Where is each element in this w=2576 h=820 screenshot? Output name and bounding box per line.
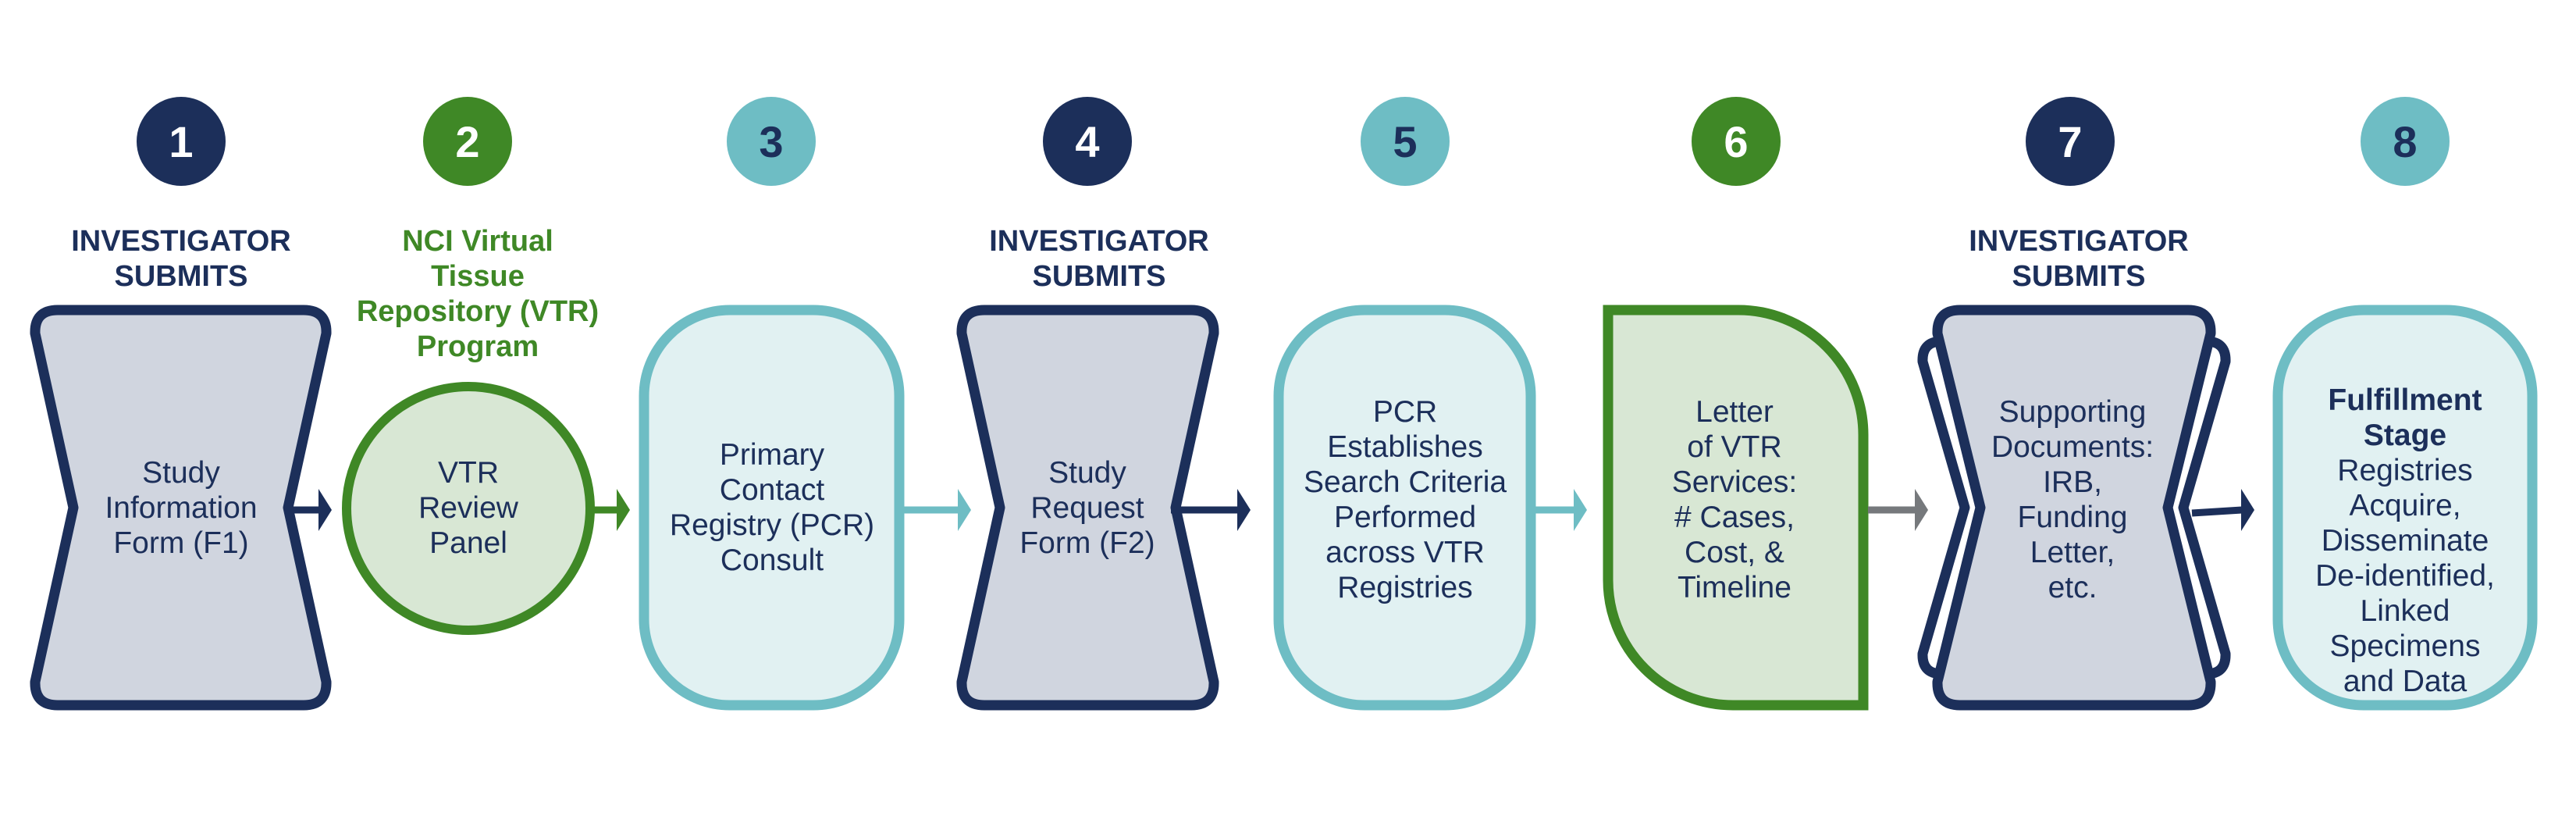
step-8-rounded-box-shape	[2272, 305, 2538, 711]
arrow-1-to-2	[293, 489, 332, 531]
step-4-hourglass-shape	[956, 305, 1219, 711]
step-2-badge-circle	[423, 97, 512, 186]
step-2-badge: 2	[423, 97, 512, 186]
step-3-badge-circle	[727, 97, 816, 186]
step-4-number: 4	[1075, 117, 1099, 166]
step-8-title: Fulfillment Stage	[2328, 383, 2482, 452]
arrow-head-icon	[2241, 489, 2254, 531]
arrow-3-to-4	[904, 489, 971, 531]
arrow-shaft	[2191, 506, 2243, 517]
step-5-rounded-box-shape	[1273, 305, 1536, 711]
arrow-head-icon	[318, 489, 332, 531]
step-1-badge-circle	[137, 97, 226, 186]
arrow-5-to-6	[1535, 489, 1587, 531]
step-5-badge-circle	[1361, 97, 1450, 186]
step-2-box-text: VTR Review Panel	[351, 310, 585, 705]
step-7-label: Supporting Documents: IRB, Funding Lette…	[1991, 395, 2154, 604]
step-6-document-shape	[1603, 305, 1869, 711]
step-2-number: 2	[455, 117, 479, 166]
step-5-label: PCR Establishes Search Criteria Performe…	[1303, 395, 1507, 604]
step-1-number: 1	[169, 117, 193, 166]
arrow-head-icon	[1915, 489, 1928, 531]
step-7-badge-circle	[2026, 97, 2115, 186]
step-7-badge: 7	[2026, 97, 2115, 186]
step-4-heading: INVESTIGATOR SUBMITS	[989, 225, 1209, 293]
step-1-heading: INVESTIGATOR SUBMITS	[71, 225, 291, 293]
arrow-head-icon	[1574, 489, 1587, 531]
step-7-heading: INVESTIGATOR SUBMITS	[1969, 225, 2189, 293]
arrow-head-icon	[617, 489, 630, 531]
step-8-badge: 8	[2361, 97, 2450, 186]
step-5-number: 5	[1393, 117, 1417, 166]
step-8-badge-circle	[2361, 97, 2450, 186]
arrow-4-to-5	[1171, 489, 1251, 531]
arrow-2-to-3	[594, 489, 630, 531]
step-3-number: 3	[759, 117, 783, 166]
step-1-label: Study Information Form (F1)	[105, 455, 258, 560]
step-4-label: Study Request Form (F2)	[1019, 455, 1155, 560]
step-3-box-text: Primary Contact Registry (PCR) Consult	[648, 310, 896, 705]
arrow-head-icon	[958, 489, 971, 531]
step-8-label: Registries Acquire, Disseminate De-ident…	[2315, 454, 2495, 698]
step-6-badge-circle	[1692, 97, 1781, 186]
step-4-badge: 4	[1043, 97, 1132, 186]
arrow-head-icon	[1237, 489, 1251, 531]
step-4-badge-circle	[1043, 97, 1132, 186]
step-2-heading: NCI Virtual Tissue Repository (VTR) Prog…	[356, 225, 600, 363]
step-1-hourglass-shape	[30, 305, 332, 711]
step-7-hourglass-shape	[1932, 305, 2216, 711]
step-5-box-text: PCR Establishes Search Criteria Performe…	[1284, 310, 1526, 705]
step-3-label: Primary Contact Registry (PCR) Consult	[669, 438, 875, 577]
step-1-badge: 1	[137, 97, 226, 186]
step-6-badge: 6	[1692, 97, 1781, 186]
step-6-box-text: Letter of VTR Services: # Cases, Cost, &…	[1613, 310, 1856, 705]
arrow-7-to-8	[2191, 489, 2254, 531]
step-6-number: 6	[1724, 117, 1748, 166]
step-5-badge: 5	[1361, 97, 1450, 186]
step-4-box-text: Study Request Form (F2)	[999, 310, 1176, 705]
step-7-box-text: Supporting Documents: IRB, Funding Lette…	[1975, 310, 2170, 705]
step-3-badge: 3	[727, 97, 816, 186]
step-2-circle-shape	[342, 382, 595, 635]
arrow-6-to-7	[1868, 489, 1928, 531]
step-7-number: 7	[2058, 117, 2082, 166]
step-2-label: VTR Review Panel	[418, 455, 518, 560]
step-1-box-text: Study Information Form (F1)	[70, 310, 292, 705]
step-8-number: 8	[2393, 117, 2417, 166]
step-3-rounded-box-shape	[639, 305, 905, 711]
step-6-label: Letter of VTR Services: # Cases, Cost, &…	[1671, 395, 1798, 604]
